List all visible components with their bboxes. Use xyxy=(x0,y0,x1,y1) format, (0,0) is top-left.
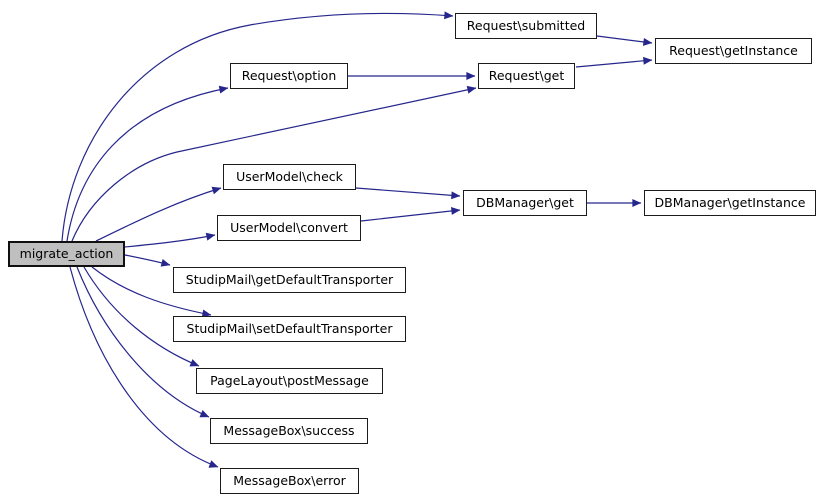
node-request-getinstance[interactable]: Request\getInstance xyxy=(655,38,812,64)
edge-migrate_action-to-pagelayout-postmessage xyxy=(83,266,200,367)
node-studipmail-getdefaulttransporter[interactable]: StudipMail\getDefaultTransporter xyxy=(173,267,406,293)
edge-migrate_action-to-usermodel-check xyxy=(95,186,222,242)
edge-usermodel-check-to-dbmanager-get xyxy=(355,187,461,200)
edge-usermodel-convert-to-dbmanager-get xyxy=(360,207,461,222)
node-studipmail-setdefaulttransporter[interactable]: StudipMail\setDefaultTransporter xyxy=(173,316,406,342)
node-usermodel-check[interactable]: UserModel\check xyxy=(223,164,356,190)
node-request-option[interactable]: Request\option xyxy=(230,63,348,89)
node-migrate-action: migrate_action xyxy=(8,241,125,267)
edge-migrate_action-to-messagebox-success xyxy=(76,266,210,418)
edge-migrate_action-to-request-submitted xyxy=(61,11,454,242)
edge-migrate_action-to-studipmail-getdefaulttransporter xyxy=(124,254,171,267)
edge-request-submitted-to-request-getinstance xyxy=(596,35,653,46)
node-pagelayout-postmessage[interactable]: PageLayout\postMessage xyxy=(196,368,383,394)
node-messagebox-success[interactable]: MessageBox\success xyxy=(210,418,368,444)
node-dbmanager-getinstance[interactable]: DBManager\getInstance xyxy=(644,190,816,216)
edge-migrate_action-to-studipmail-setdefaulttransporter xyxy=(91,266,212,318)
edge-migrate_action-to-request-get xyxy=(71,85,477,242)
edge-migrate_action-to-usermodel-convert xyxy=(124,232,216,248)
edge-migrate_action-to-messagebox-error xyxy=(69,266,219,468)
edge-migrate_action-to-request-option xyxy=(66,85,229,242)
node-usermodel-convert[interactable]: UserModel\convert xyxy=(217,215,361,241)
edge-request-get-to-request-getinstance xyxy=(575,56,653,68)
node-dbmanager-get[interactable]: DBManager\get xyxy=(463,190,587,216)
node-request-get[interactable]: Request\get xyxy=(478,63,575,89)
node-messagebox-error[interactable]: MessageBox\error xyxy=(220,468,359,494)
node-request-submitted[interactable]: Request\submitted xyxy=(455,13,597,39)
